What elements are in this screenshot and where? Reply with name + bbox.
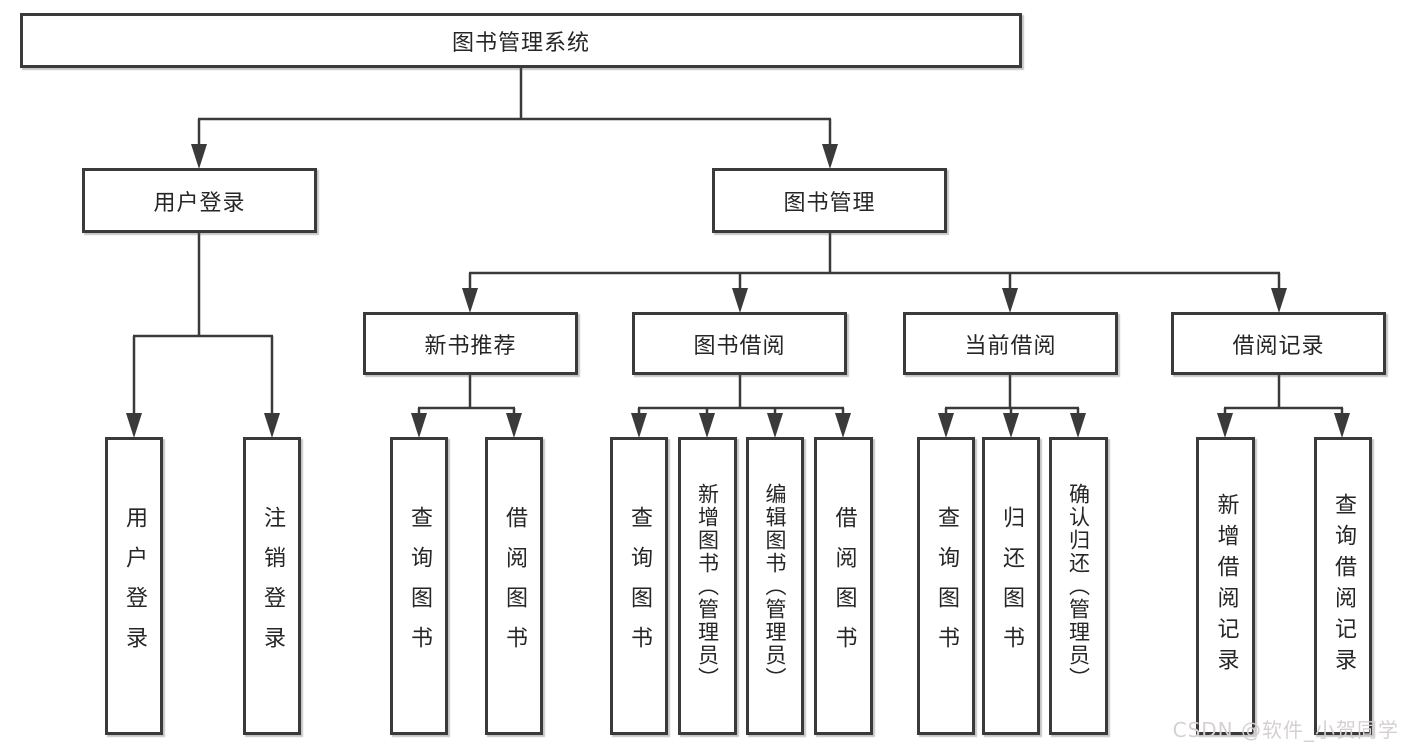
node-book-management-label: 图书管理 (783, 190, 876, 216)
node-user-login-label: 用户登录 (153, 190, 246, 216)
leaf-borrow-books-recommend: 借阅图书 (485, 437, 543, 735)
leaf-query-borrow-record-label: 查询借阅记录 (1331, 493, 1356, 679)
leaf-borrow-books: 借阅图书 (814, 437, 873, 735)
leaf-edit-books-admin-label: 编辑图书（管理员） (763, 482, 787, 690)
leaf-add-borrow-record-label: 新增借阅记录 (1213, 493, 1239, 679)
leaf-edit-books-admin: 编辑图书（管理员） (746, 437, 804, 735)
node-book-management: 图书管理 (712, 168, 947, 233)
leaf-query-books-current: 查询图书 (917, 437, 975, 735)
node-root-label: 图书管理系统 (451, 30, 590, 56)
leaf-confirm-return-admin-label: 确认归还（管理员） (1066, 482, 1091, 690)
node-book-borrow: 图书借阅 (632, 312, 847, 375)
leaf-query-books-recommend-label: 查询图书 (407, 506, 432, 666)
leaf-query-books-borrow-label: 查询图书 (627, 506, 652, 666)
node-current-borrow-label: 当前借阅 (964, 333, 1057, 359)
leaf-logout: 注销登录 (243, 437, 301, 735)
node-current-borrow: 当前借阅 (903, 312, 1118, 375)
leaf-return-books-label: 归还图书 (999, 506, 1024, 666)
node-root: 图书管理系统 (20, 13, 1022, 68)
leaf-borrow-books-label: 借阅图书 (831, 506, 857, 666)
leaf-user-login: 用户登录 (105, 437, 163, 735)
leaf-add-borrow-record: 新增借阅记录 (1196, 437, 1255, 735)
leaf-confirm-return-admin: 确认归还（管理员） (1049, 437, 1108, 735)
leaf-query-borrow-record: 查询借阅记录 (1314, 437, 1372, 735)
leaf-query-books-borrow: 查询图书 (610, 437, 668, 735)
node-borrow-records-label: 借阅记录 (1232, 333, 1325, 359)
leaf-return-books: 归还图书 (982, 437, 1040, 735)
leaf-borrow-books-recommend-label: 借阅图书 (502, 506, 527, 666)
leaf-user-login-label: 用户登录 (122, 506, 147, 666)
node-book-borrow-label: 图书借阅 (693, 333, 786, 359)
leaf-add-books-admin: 新增图书（管理员） (678, 437, 737, 735)
node-new-book-recommend: 新书推荐 (363, 312, 578, 375)
node-user-login: 用户登录 (82, 168, 317, 233)
leaf-logout-label: 注销登录 (260, 506, 285, 666)
leaf-query-books-current-label: 查询图书 (934, 506, 959, 666)
node-new-book-recommend-label: 新书推荐 (424, 333, 517, 359)
node-borrow-records: 借阅记录 (1171, 312, 1386, 375)
leaf-add-books-admin-label: 新增图书（管理员） (695, 482, 720, 690)
leaf-query-books-recommend: 查询图书 (390, 437, 448, 735)
watermark: CSDN @软件_小贺同学 (1172, 718, 1399, 742)
